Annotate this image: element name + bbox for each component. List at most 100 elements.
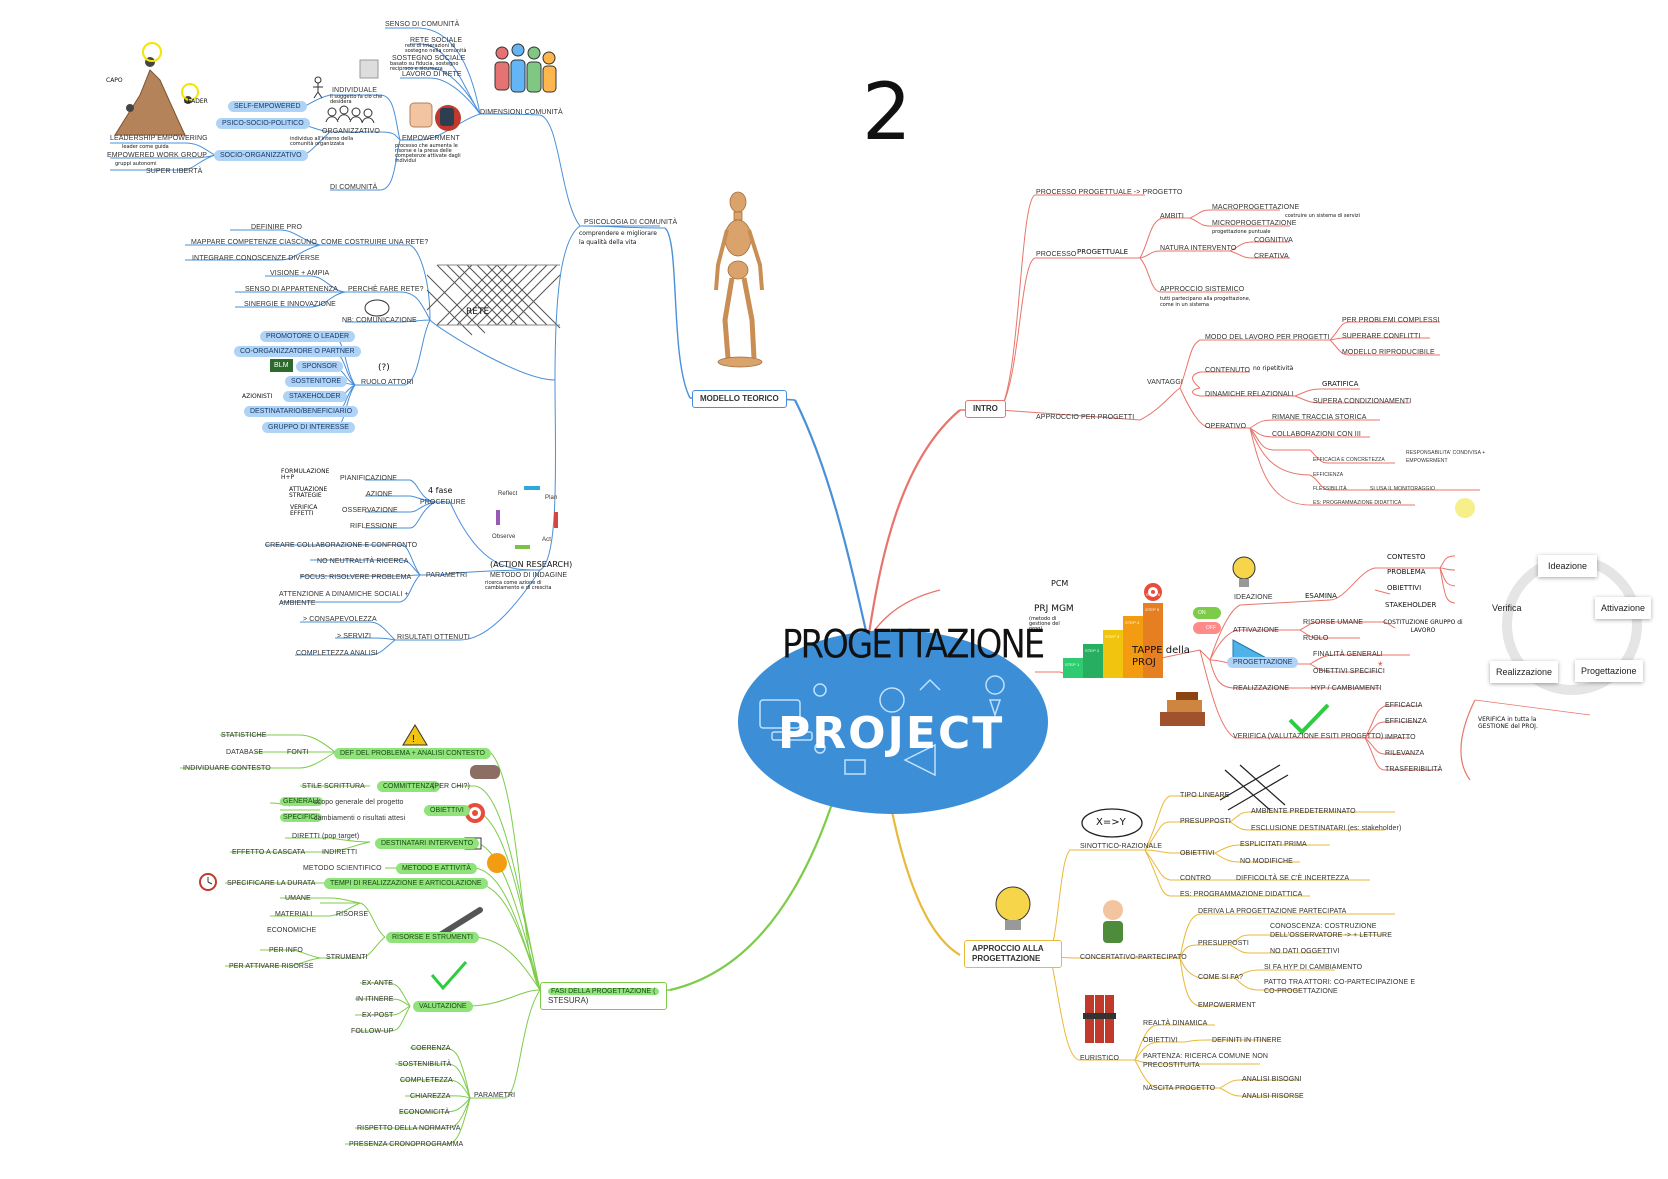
label-parametri: PARAMETRI [474, 1092, 516, 1099]
mountain-leader-icon [114, 42, 199, 136]
label-es-prog-r: ES: PROGRAMMAZIONE DIDATTICA [1313, 500, 1402, 506]
node-approccio[interactable]: APPROCCIO ALLA PROGETTAZIONE [964, 940, 1062, 968]
label-rilevanza: RILEVANZA [1385, 750, 1425, 757]
node-modello-teorico[interactable]: MODELLO TEORICO [692, 390, 787, 408]
label-consapevolezza: > CONSAPEVOLEZZA [303, 616, 377, 623]
label-modello-rip: MODELLO RIPRODUCIBILE [1342, 349, 1435, 356]
label-formulazione: FORMULAZIONE H+P [281, 468, 330, 481]
label-es-prog-y: ES: PROGRAMMAZIONE DIDATTICA [1180, 891, 1303, 898]
label-individuare: INDIVIDUARE CONTESTO [183, 765, 271, 772]
label-nb-com: NB: COMUNICAZIONE [342, 317, 417, 324]
label-progettuale-hand: PROGETTUALE [1077, 248, 1129, 256]
label-riflessione: RIFLESSIONE [350, 523, 398, 530]
label-step1: STEP 1 [1065, 662, 1080, 667]
label-specificare: SPECIFICARE LA DURATA [227, 880, 316, 887]
label-flessibilita: FLESSIBILITÀ [1313, 486, 1347, 492]
pill-promotore: PROMOTORE O LEADER [260, 331, 356, 342]
label-modo: MODO DEL LAVORO PER PROGETTI [1205, 334, 1330, 341]
dynamite-icon [1083, 995, 1116, 1043]
label-hyp: HYP / CAMBIAMENTI [1311, 685, 1382, 692]
label-tappe: TAPPE della PROJ [1132, 645, 1190, 668]
label-ideazione: IDEAZIONE [1234, 594, 1273, 601]
label-rete-note: rete di interazioni di sostegno nella co… [405, 43, 467, 54]
lightbulb-big-icon [995, 886, 1031, 930]
label-sostegno: SOSTEGNO SOCIALE [392, 55, 466, 62]
label-leader: LEADER [184, 98, 208, 105]
wrench-icon [437, 907, 483, 938]
label-empowerment-note: processo che aumenta le risorse e la pre… [395, 143, 461, 164]
construction-icon [1160, 692, 1205, 726]
label-step2: STEP 2 [1085, 648, 1100, 653]
label-analisi-bis: ANALISI BISOGNI [1242, 1076, 1302, 1083]
communication-icon [364, 299, 390, 317]
pill-generali: GENERALI: [280, 797, 324, 806]
cycle-ideazione: Ideazione [1538, 555, 1598, 577]
label-diretti: DIRETTI (pop target) [292, 833, 360, 840]
label-effetto: EFFETTO A CASCATA [232, 849, 306, 856]
label-ex-post: EX-POST [362, 1012, 394, 1019]
label-partenza1: PARTENZA: RICERCA COMUNE NON [1143, 1053, 1269, 1060]
label-costituzione: COSTITUZIONE GRUPPO di LAVORO [1383, 619, 1463, 634]
pill-valutazione: VALUTAZIONE [413, 1001, 473, 1012]
label-sinergie: SINERGIE E INNOVAZIONE [244, 301, 336, 308]
label-cognitiva: COGNITIVA [1254, 237, 1293, 244]
label-capo: CAPO [106, 77, 123, 84]
node-intro[interactable]: INTRO [965, 400, 1006, 418]
label-micro-note: progettazione puntuale [1212, 229, 1271, 235]
chain-fence-icon [426, 264, 561, 336]
label-procedure: PROCEDURE [420, 499, 466, 506]
label-organizzativo: ORGANIZZATIVO [322, 128, 380, 135]
label-conoscenza1: CONOSCENZA: COSTRUZIONE [1270, 923, 1377, 930]
label-contesto: CONTESTO [1387, 553, 1426, 561]
label-prj-note: (metodo di gestione del prog) [1029, 616, 1060, 632]
pill-obiettivi: OBIETTIVI [424, 805, 470, 816]
label-metodo-indagine: METODO DI INDAGINE [490, 572, 568, 579]
label-efficacia-conc: EFFICACIA E CONCRETEZZA [1313, 457, 1385, 463]
label-risorse-umane: RISORSE UMANE [1303, 619, 1364, 626]
label-on: ON [1198, 610, 1206, 616]
label-step5: STEP 5 [1145, 607, 1160, 612]
label-si-usa: SI USA IL MONITORAGGIO [1370, 486, 1435, 492]
label-partenza2: PRECOSTITUITA [1143, 1062, 1200, 1069]
node-fasi[interactable]: FASI DELLA PROGETTAZIONE ( STESURA) [540, 982, 667, 1010]
pill-progettazione: PROGETTAZIONE [1227, 657, 1299, 668]
pill-sostenitore: SOSTENITORE [285, 376, 348, 387]
label-verifica-v: VERIFICA (VALUTAZIONE ESITI PROGETTO) [1233, 733, 1384, 740]
cycle-arrows-icon [496, 486, 558, 549]
label-plan: Plan [545, 495, 558, 501]
label-patto2: CO-PROGETTAZIONE [1264, 988, 1338, 995]
label-sistemico-note: tutti partecipano alla progettazione, co… [1160, 296, 1251, 308]
label-individuale: INDIVIDUALE [332, 87, 378, 94]
label-difficolta: DIFFICOLTÀ SE C'È INCERTEZZA [1236, 875, 1350, 882]
pill-destinatario: DESTINATARIO/BENEFICIARIO [244, 406, 359, 417]
pill-tempi: TEMPI DI REALIZZAZIONE E ARTICOLAZIONE [324, 878, 488, 889]
label-risultati: RISULTATI OTTENUTI [397, 634, 470, 641]
label-obiettivi-h: OBIETTIVI [1387, 584, 1422, 592]
label-observe: Observe [492, 534, 516, 540]
label-deriva: DERIVA LA PROGETTAZIONE PARTECIPATA [1198, 908, 1347, 915]
tech-icons [759, 675, 1005, 777]
pill-metodo-att: METODO E ATTIVITÀ [396, 863, 477, 874]
checkmark-green-icon [430, 961, 468, 991]
label-natura: NATURA INTERVENTO [1160, 245, 1237, 252]
label-processo-prog: PROCESSO PROGETTUALE -> PROGETTO [1036, 189, 1183, 196]
cycle-attivazione: Attivazione [1595, 597, 1652, 619]
label-no-dati: NO DATI OGGETTIVI [1270, 948, 1340, 955]
label-attenzione1: ATTENZIONE A DINAMICHE SOCIALI + [279, 591, 409, 598]
label-definiti: DEFINITI IN ITINERE [1212, 1037, 1282, 1044]
label-dinamiche: DINAMICHE RELAZIONALI [1205, 391, 1294, 398]
fasi-pill: FASI DELLA PROGETTAZIONE ( [548, 988, 659, 995]
mannequin-icon [714, 191, 764, 368]
label-generali-txt: scopo generale del progetto [314, 799, 404, 806]
label-empowerment: EMPOWERMENT [402, 135, 460, 142]
label-risorse: RISORSE [336, 911, 369, 918]
label-tipo-lineare: TIPO LINEARE [1180, 792, 1230, 799]
label-follow-up: FOLLOW-UP [351, 1028, 394, 1035]
pill-gruppo-interesse: GRUPPO DI INTERESSE [262, 422, 355, 433]
pill-risorse-str: RISORSE E STRUMENTI [386, 932, 479, 943]
center-title: PROGETTAZIONE [782, 622, 1045, 668]
pill-psico-socio: PSICO-SOCIO-POLITICO [216, 118, 310, 129]
target-green-icon [465, 803, 485, 823]
label-presupposti: PRESUPPOSTI [1180, 818, 1231, 825]
label-rete-sociale: RETE SOCIALE [410, 37, 463, 44]
